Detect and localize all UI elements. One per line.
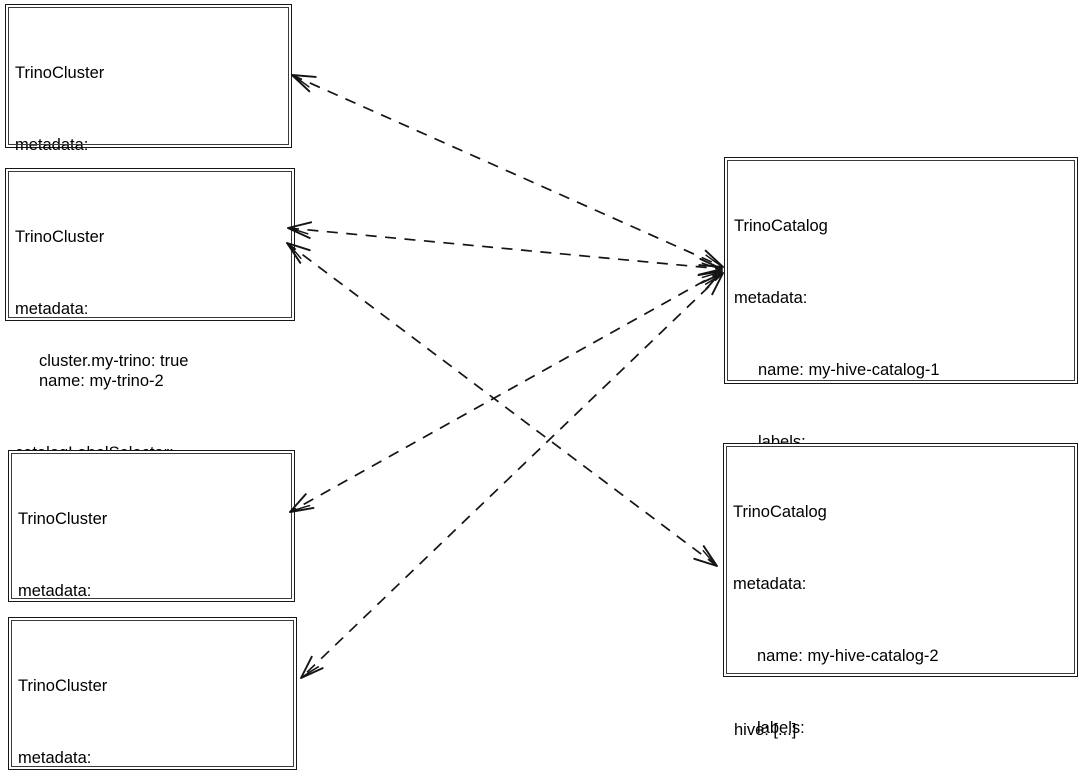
node-line: TrinoCluster	[15, 64, 105, 82]
node-line: labels:	[757, 719, 805, 737]
node-line: TrinoCluster	[18, 677, 108, 695]
edge-catalog-1-to-my-trino-2	[287, 221, 723, 276]
node-line: metadata:	[18, 749, 92, 767]
node-line: metadata:	[15, 136, 89, 154]
node-trino-cluster-my-trino-green: TrinoCluster metadata: name: my-trino-gr…	[8, 617, 297, 770]
node-trino-catalog-my-hive-catalog-1: TrinoCatalog metadata: name: my-hive-cat…	[724, 157, 1078, 739]
node-line: hive: [...]	[734, 721, 797, 739]
node-line: metadata:	[733, 575, 807, 593]
node-trino-cluster-my-trino-blue: TrinoCluster metadata: name: my-trino-bl…	[8, 450, 295, 744]
node-line: metadata:	[18, 582, 92, 600]
node-line: TrinoCluster	[18, 510, 108, 528]
node-line: cluster.my-trino: true	[39, 352, 189, 370]
node-line: TrinoCatalog	[734, 217, 828, 235]
edge-catalog-1-to-my-trino-green	[300, 272, 724, 679]
node-line: name: my-trino-2	[39, 372, 164, 390]
node-trino-cluster-my-trino-2: TrinoCluster metadata: name: my-trino-2 …	[5, 168, 295, 534]
edge-catalog-1-to-my-trino-blue	[289, 270, 723, 513]
node-line: metadata:	[734, 289, 808, 307]
node-line: metadata:	[15, 300, 89, 318]
node-line: name: my-hive-catalog-1	[758, 361, 940, 379]
node-line: TrinoCluster	[15, 228, 105, 246]
edge-catalog-1-to-my-trino	[291, 74, 724, 268]
node-trino-catalog-my-hive-catalog-2: TrinoCatalog metadata: name: my-hive-cat…	[723, 443, 1078, 737]
node-line: name: my-hive-catalog-2	[757, 647, 939, 665]
edge-my-trino-2-to-catalog-2	[286, 242, 718, 567]
node-trino-cluster-my-trino: TrinoCluster metadata: name: my-trino ca…	[5, 4, 292, 370]
node-line: TrinoCatalog	[733, 503, 827, 521]
